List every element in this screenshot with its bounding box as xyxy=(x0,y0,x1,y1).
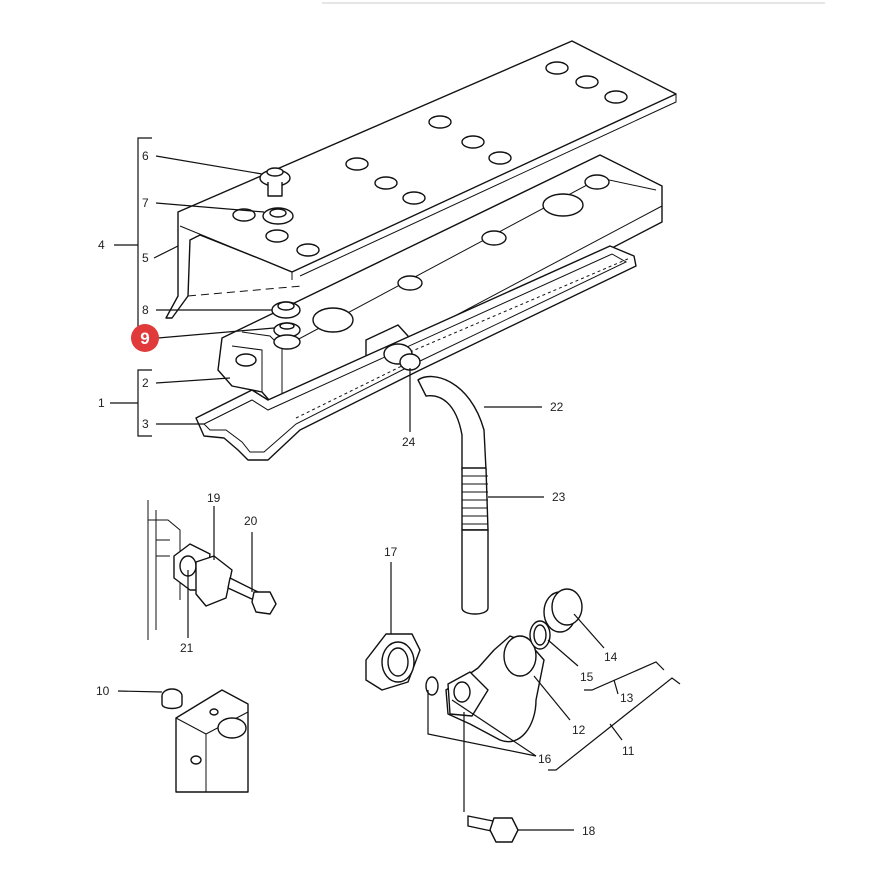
callout-labels: 1 2 3 4 5 6 7 8 10 11 12 13 14 15 16 17 … xyxy=(96,149,635,838)
callout-18: 18 xyxy=(582,824,596,838)
callout-6: 6 xyxy=(142,149,149,163)
grommet-8-part xyxy=(271,301,301,319)
highlight-circle[interactable] xyxy=(131,324,159,352)
callout-9[interactable]: 9 xyxy=(140,329,149,348)
elbow-12-part xyxy=(445,635,545,743)
grommet-9-part xyxy=(273,322,301,350)
callout-19: 19 xyxy=(207,491,221,505)
callout-16: 16 xyxy=(538,752,552,766)
callout-15: 15 xyxy=(580,670,594,684)
ring-15-part xyxy=(529,620,551,650)
bolt-18-part xyxy=(467,815,519,843)
callout-10: 10 xyxy=(96,684,110,698)
o-ring-16-part xyxy=(425,676,439,696)
clamp-24-part xyxy=(383,343,421,371)
callout-4: 4 xyxy=(98,238,105,252)
callout-24: 24 xyxy=(402,435,416,449)
seal-7-part xyxy=(262,207,294,225)
callout-5: 5 xyxy=(142,251,149,265)
callout-23: 23 xyxy=(552,490,566,504)
callout-13: 13 xyxy=(620,691,634,705)
callout-11: 11 xyxy=(622,744,635,758)
bracket-19-part xyxy=(195,555,233,607)
callout-21: 21 xyxy=(180,641,194,655)
bolt-6-part xyxy=(259,167,291,197)
engine-block-corner xyxy=(175,689,249,793)
gasket-part xyxy=(195,245,637,461)
callout-3: 3 xyxy=(142,417,149,431)
cap-14-part xyxy=(543,588,583,633)
leader-lines xyxy=(110,137,681,831)
bolt-20-part xyxy=(227,577,277,615)
flange-17-part xyxy=(365,633,421,691)
callout-2: 2 xyxy=(142,376,149,390)
callout-7: 7 xyxy=(142,196,149,210)
highlight-marker-9[interactable]: 9 xyxy=(131,324,159,352)
hose-23-part xyxy=(461,467,489,615)
callout-17: 17 xyxy=(384,545,398,559)
callout-14: 14 xyxy=(604,650,618,664)
plug-10-part xyxy=(161,688,183,710)
callout-8: 8 xyxy=(142,303,149,317)
callout-20: 20 xyxy=(244,514,258,528)
cover-plate-part xyxy=(165,40,677,319)
callout-22: 22 xyxy=(550,400,564,414)
hose-22-part xyxy=(417,375,487,471)
callout-1: 1 xyxy=(98,396,105,410)
callout-12: 12 xyxy=(572,723,586,737)
